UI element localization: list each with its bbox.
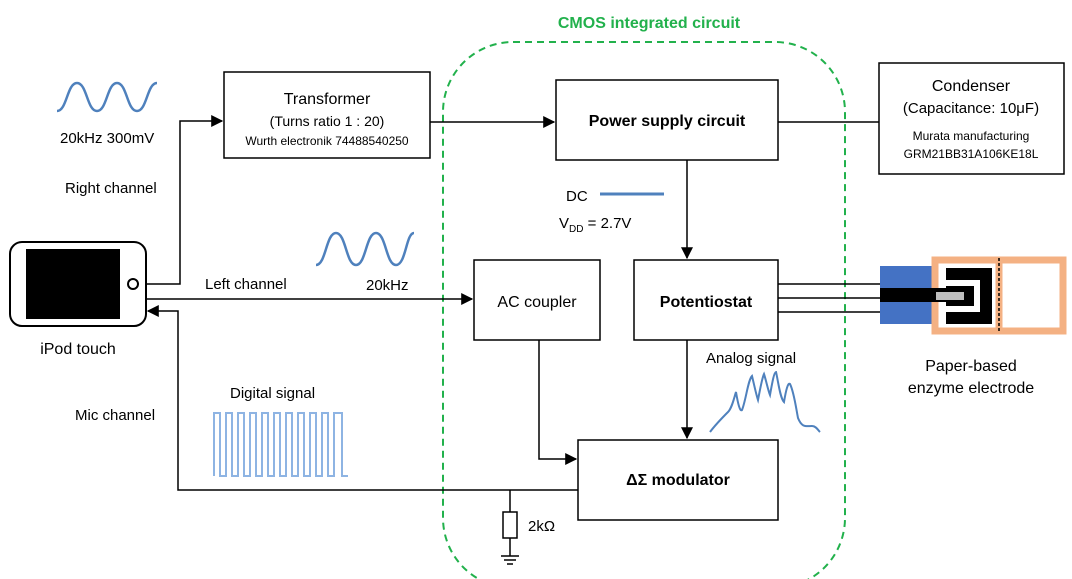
power-supply-label: Power supply circuit — [589, 113, 746, 130]
condenser-title: Condenser — [932, 78, 1011, 95]
modulator-block — [577, 439, 779, 521]
transformer-ratio: (Turns ratio 1 : 20) — [270, 113, 385, 129]
resistor-2k-symbol — [502, 490, 518, 556]
ac-coupler-label: AC coupler — [497, 294, 577, 311]
wire-right-channel — [146, 115, 224, 285]
electrode-label-line2: enzyme electrode — [908, 380, 1034, 397]
ipod-device — [9, 241, 147, 327]
dc-label: DC — [566, 188, 588, 205]
transformer-part: Wurth electronik 74488540250 — [245, 134, 409, 148]
resistor-label: 2kΩ — [528, 518, 555, 535]
vdd-label: VDD = 2.7V — [559, 215, 631, 235]
wire-ac-to-modulator — [538, 340, 578, 465]
condenser-capacitance: (Capacitance: 10μF) — [903, 100, 1039, 117]
analog-signal-label: Analog signal — [706, 350, 796, 367]
digital-signal-label: Digital signal — [230, 385, 315, 402]
right-channel-label: Right channel — [65, 180, 157, 197]
condenser-block — [878, 62, 1065, 175]
analog-signal-waveform — [709, 370, 821, 433]
potentiostat-block — [633, 259, 779, 341]
ipod-label: iPod touch — [40, 341, 116, 358]
sine-wave-input — [56, 81, 158, 113]
potentiostat-label: Potentiostat — [660, 294, 753, 311]
digital-signal-waveform — [213, 412, 348, 477]
electrode-label-line1: Paper-based — [925, 358, 1017, 375]
wire-mic-channel — [146, 305, 578, 491]
wave-input-label: 20kHz 300mV — [60, 130, 154, 147]
left-channel-label: Left channel — [205, 276, 287, 293]
condenser-maker: Murata manufacturing — [913, 129, 1030, 143]
modulator-label: ΔΣ modulator — [626, 472, 730, 489]
wave-left-label: 20kHz — [366, 277, 409, 294]
sine-wave-left — [315, 231, 415, 267]
power-supply-block — [555, 79, 779, 161]
ground-symbol — [501, 555, 519, 565]
paper-electrode — [880, 256, 1067, 335]
ac-coupler-block — [473, 259, 601, 341]
cmos-title: CMOS integrated circuit — [558, 15, 741, 32]
condenser-part: GRM21BB31A106KE18L — [904, 147, 1039, 161]
transformer-block — [223, 71, 431, 159]
mic-channel-label: Mic channel — [75, 407, 155, 424]
transformer-title: Transformer — [284, 91, 371, 108]
